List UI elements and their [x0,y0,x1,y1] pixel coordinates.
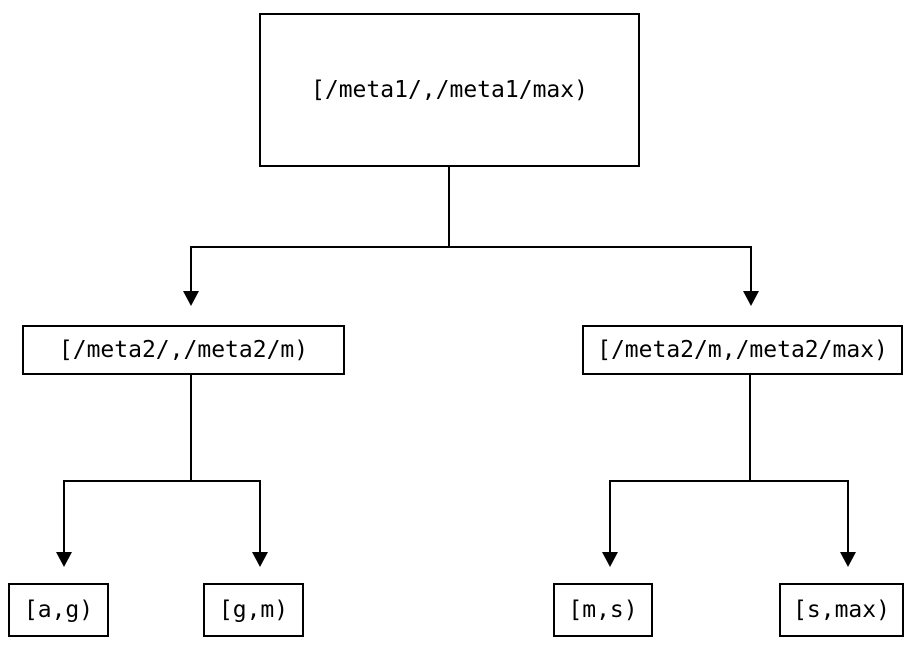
edge-root-crossbar [190,246,752,248]
node-root: [/meta1/,/meta1/max) [259,13,640,167]
edge-right-to-leaf-ms-drop [609,480,611,553]
edge-right-crossbar [609,480,849,482]
edge-root-to-left-drop [190,246,192,292]
node-right-child: [/meta2/m,/meta2/max) [582,325,903,375]
arrow-down-icon [602,552,618,567]
edge-left-to-leaf-gm-drop [259,480,261,553]
node-leaf-smax: [s,max) [779,583,904,637]
edge-right-to-leaf-smax-drop [847,480,849,553]
node-left-child-label: [/meta2/,/meta2/m) [58,337,309,363]
edge-left-to-leaf-ag-drop [63,480,65,553]
node-leaf-smax-label: [s,max) [793,597,890,623]
edge-left-stem [190,375,192,481]
node-leaf-gm: [g,m) [203,583,304,637]
arrow-down-icon [183,291,199,306]
node-leaf-gm-label: [g,m) [218,597,289,623]
node-left-child: [/meta2/,/meta2/m) [22,325,345,375]
arrow-down-icon [56,552,72,567]
edge-root-to-right-drop [750,246,752,292]
node-leaf-ms: [m,s) [553,583,653,637]
arrow-down-icon [840,552,856,567]
arrow-down-icon [252,552,268,567]
node-root-label: [/meta1/,/meta1/max) [311,77,588,103]
node-leaf-ag-label: [a,g) [23,597,94,623]
node-right-child-label: [/meta2/m,/meta2/max) [597,337,888,363]
node-leaf-ms-label: [m,s) [568,597,638,623]
node-leaf-ag: [a,g) [8,583,109,637]
arrow-down-icon [743,291,759,306]
edge-left-crossbar [63,480,261,482]
edge-right-stem [749,375,751,481]
edge-root-stem [448,167,450,247]
